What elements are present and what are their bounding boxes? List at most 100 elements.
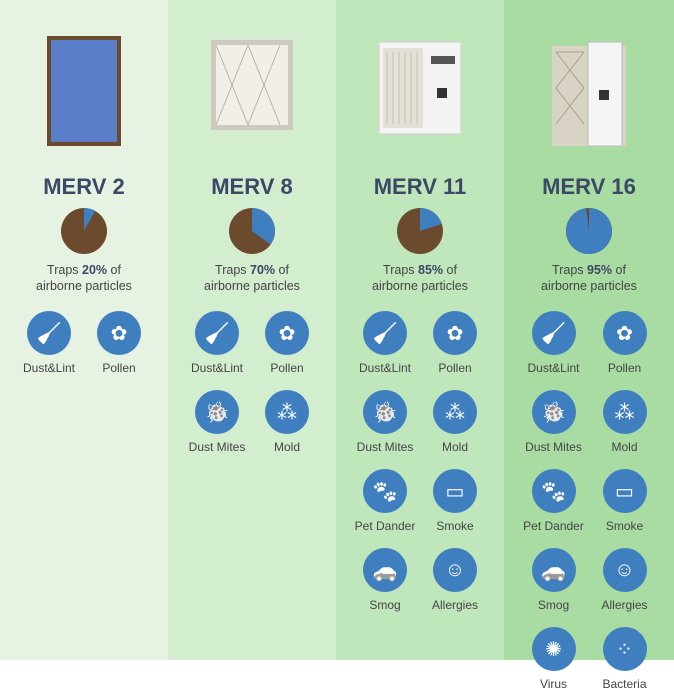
- contaminant-item: 🧹 Dust&Lint: [350, 311, 420, 375]
- merv-title: MERV 16: [542, 174, 636, 199]
- contaminant-item: 🐞 Dust Mites: [182, 390, 252, 454]
- merv-title: MERV 2: [43, 174, 125, 199]
- flower-icon: ✿: [433, 311, 477, 355]
- contaminant-item: 🐾 Pet Dander: [518, 469, 589, 533]
- cigarette-icon: ▭: [433, 469, 477, 513]
- contaminant-list: 🧹 Dust&Lint ✿ Pollen 🐞Dust Mites ⁂ Mold 🐾 Pet Da…: [504, 311, 674, 691]
- traps-percent: 20%: [82, 263, 108, 277]
- mold-icon: ⁂: [433, 390, 477, 434]
- contaminant-item: ⁂ Mold: [420, 390, 490, 454]
- contaminant-label: Pollen: [270, 361, 304, 375]
- contaminant-item: ✿ Pollen: [84, 311, 154, 375]
- contaminant-item: ⁘ Bacteria: [589, 627, 660, 691]
- efficiency-pie-chart: [566, 208, 612, 254]
- contaminant-item: ✿ Pollen: [589, 311, 660, 375]
- contaminant-item: 🐞Dust Mites: [518, 390, 589, 454]
- contaminant-list: 🧹 Dust&Lint ✿ Pollen 🐞 Dust Mites ⁂ Mold 🐾 Pet Da…: [336, 311, 504, 612]
- head-icon: ☺: [433, 548, 477, 592]
- contaminant-label: Pollen: [102, 361, 136, 375]
- contaminant-label: Virus: [539, 677, 568, 691]
- contaminant-label: Pollen: [607, 361, 642, 375]
- car-icon: 🚗: [363, 548, 407, 592]
- contaminant-label: Smog: [369, 598, 401, 612]
- paw-icon: 🐾: [363, 469, 407, 513]
- contaminant-label: Allergies: [601, 598, 648, 612]
- merv-title: MERV 11: [373, 174, 467, 199]
- bacteria-icon: ⁘: [602, 627, 647, 671]
- paw-icon: 🐾: [531, 469, 576, 513]
- bug-icon: 🐞: [363, 390, 407, 434]
- contaminant-label: Dust&Lint: [190, 361, 244, 375]
- contaminant-item: 🧹 Dust&Lint: [182, 311, 252, 375]
- contaminant-label: Bacteria: [602, 677, 647, 691]
- contaminant-list: 🧹 Dust&Lint ✿ Pollen: [0, 311, 168, 375]
- contaminant-item: 🧹 Dust&Lint: [518, 311, 589, 375]
- contaminant-item: ▭ Smoke: [589, 469, 660, 533]
- contaminant-label: Mold: [273, 440, 300, 454]
- efficiency-pie-chart: [229, 208, 275, 254]
- contaminant-item: 🚗 Smog: [350, 548, 420, 612]
- contaminant-item: ✿ Pollen: [420, 311, 490, 375]
- contaminant-item: 🐾 Pet Dander: [350, 469, 420, 533]
- dustpan-icon: 🧹: [195, 311, 239, 355]
- car-icon: 🚗: [531, 548, 576, 592]
- merv-title: MERV 8: [211, 174, 293, 199]
- pie-slice-trapped: [84, 208, 96, 231]
- air-filter-image: [552, 41, 626, 147]
- air-filter-image: [211, 40, 293, 130]
- contaminant-item: ☺ Allergies: [420, 548, 490, 612]
- contaminant-item: ▭ Smoke: [420, 469, 490, 533]
- dustpan-icon: 🧹: [27, 311, 71, 355]
- air-filter-image: [378, 41, 462, 135]
- contaminant-label: Mold: [441, 440, 468, 454]
- contaminant-label: Dust&Lint: [358, 361, 412, 375]
- dustpan-icon: 🧹: [363, 311, 407, 355]
- flower-icon: ✿: [265, 311, 309, 355]
- contaminant-label: Smoke: [605, 519, 644, 533]
- virus-icon: ✺: [531, 627, 576, 671]
- traps-percent: 85%: [418, 263, 444, 277]
- head-icon: ☺: [602, 548, 647, 592]
- contaminant-label: Pollen: [438, 361, 472, 375]
- traps-percent: 95%: [587, 263, 613, 277]
- contaminant-label: Dust&Lint: [527, 361, 580, 375]
- flower-icon: ✿: [97, 311, 141, 355]
- contaminant-label: Pet Dander: [523, 519, 584, 533]
- dustpan-icon: 🧹: [531, 311, 576, 355]
- pie-slice-trapped: [420, 208, 442, 231]
- contaminant-item: 🚗 Smog: [518, 548, 589, 612]
- air-filter-image: [47, 36, 121, 146]
- contaminant-label: Pet Dander: [354, 519, 416, 533]
- contaminant-item: ☺ Allergies: [589, 548, 660, 612]
- contaminant-label: Dust Mites: [525, 440, 582, 454]
- mold-icon: ⁂: [602, 390, 647, 434]
- contaminant-label: Dust Mites: [356, 440, 414, 454]
- efficiency-pie-chart: [61, 208, 107, 254]
- contaminant-list: 🧹 Dust&Lint ✿ Pollen 🐞 Dust Mites ⁂Mold: [168, 311, 336, 454]
- flower-icon: ✿: [602, 311, 647, 355]
- cigarette-icon: ▭: [602, 469, 647, 513]
- traps-percent: 70%: [250, 263, 276, 277]
- contaminant-label: Dust&Lint: [22, 361, 76, 375]
- contaminant-item: ✿ Pollen: [252, 311, 322, 375]
- efficiency-pie-chart: [397, 208, 443, 254]
- contaminant-label: Smoke: [436, 519, 474, 533]
- contaminant-label: Mold: [611, 440, 638, 454]
- contaminant-item: 🐞 Dust Mites: [350, 390, 420, 454]
- contaminant-item: ⁂ Mold: [589, 390, 660, 454]
- contaminant-item: ⁂Mold: [252, 390, 322, 454]
- contaminant-item: ✺ Virus: [518, 627, 589, 691]
- bug-icon: 🐞: [195, 390, 239, 434]
- contaminant-label: Smog: [537, 598, 570, 612]
- contaminant-label: Dust Mites: [188, 440, 246, 454]
- contaminant-label: Allergies: [431, 598, 479, 612]
